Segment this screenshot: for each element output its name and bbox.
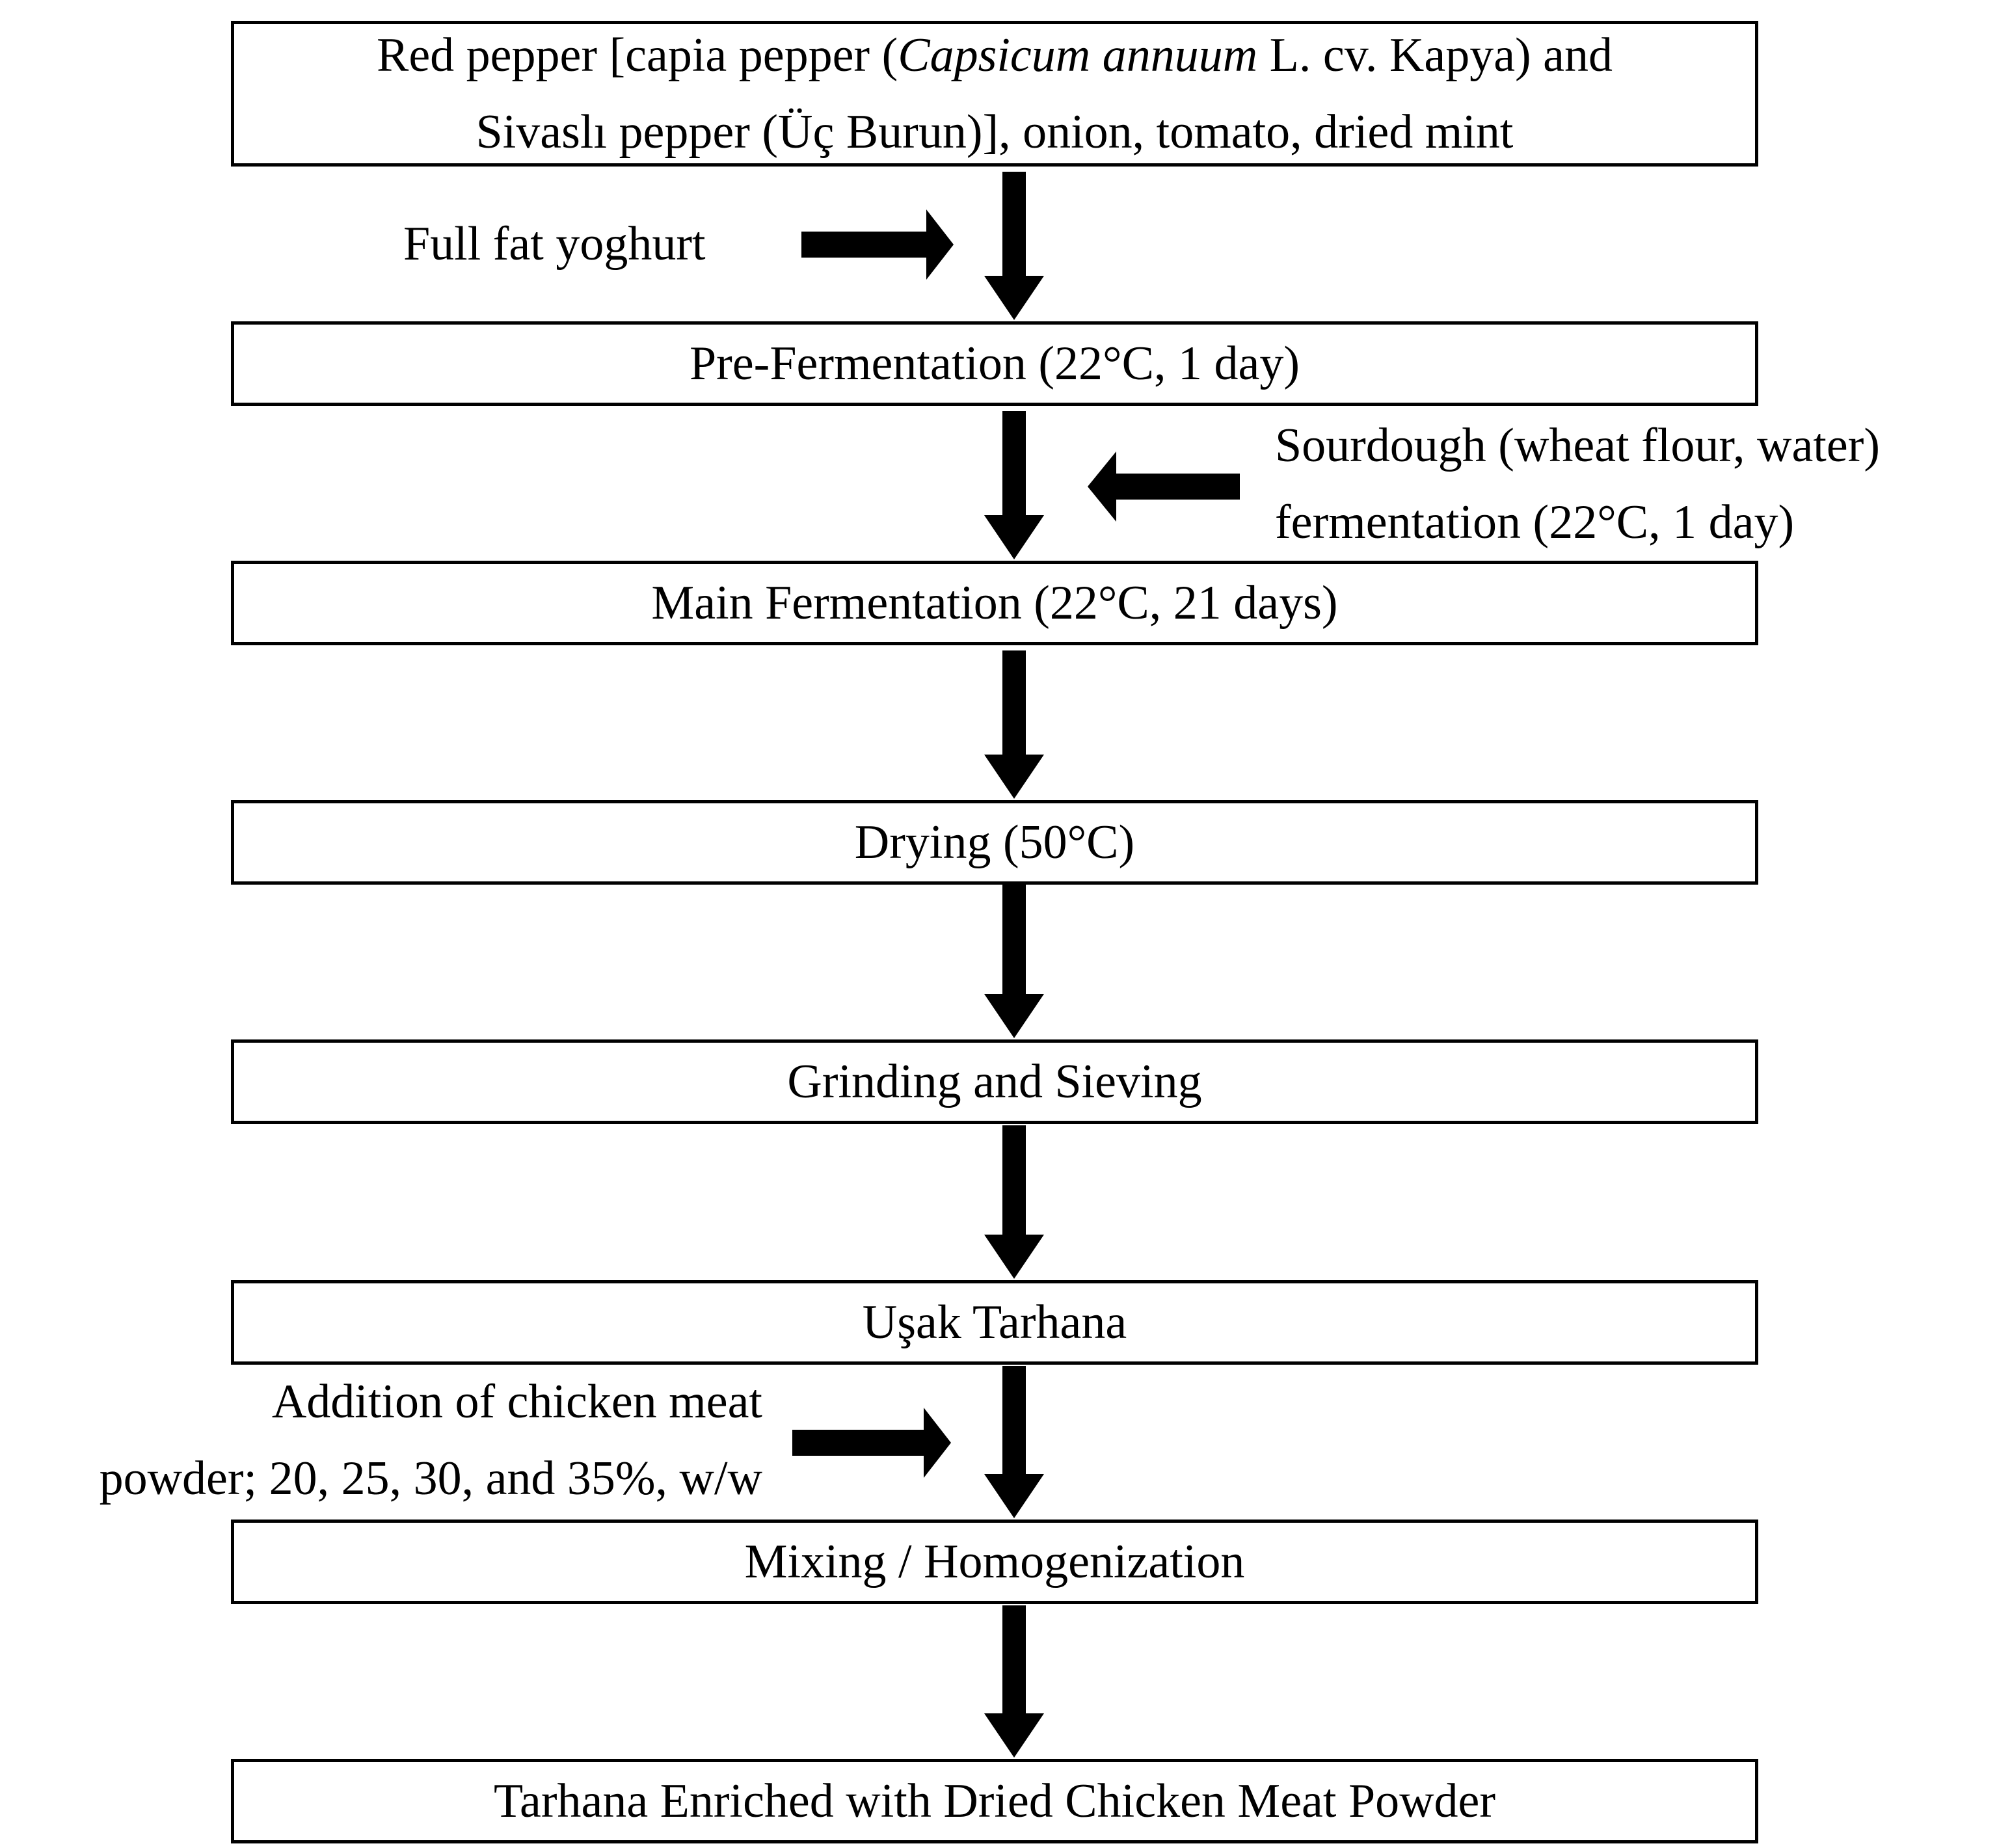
- grinding-sieving-label: Grinding and Sieving: [787, 1055, 1202, 1108]
- step-mixing-homogenization: Mixing / Homogenization: [231, 1520, 1758, 1604]
- arrow-down-grinding-to-tarhana: [984, 1125, 1044, 1279]
- species-name-italic: Capsicum annuum: [898, 29, 1258, 82]
- drying-label: Drying (50°C): [854, 816, 1135, 869]
- mixing-homogenization-label: Mixing / Homogenization: [744, 1535, 1245, 1588]
- arrow-right-yoghurt: [801, 209, 954, 280]
- input-chicken-powder: Addition of chicken meat powder; 20, 25,…: [100, 1363, 762, 1517]
- step-final-product: Tarhana Enriched with Dried Chicken Meat…: [231, 1759, 1758, 1843]
- arrow-down-prefermentation-to-main: [984, 411, 1044, 559]
- sourdough-label-line-1: Sourdough (wheat flour, water): [1275, 419, 1880, 472]
- step-drying: Drying (50°C): [231, 800, 1758, 885]
- arrow-down-raw-to-prefermentation: [984, 172, 1044, 320]
- arrow-down-tarhana-to-mixing: [984, 1366, 1044, 1518]
- step-main-fermentation: Main Fermentation (22°C, 21 days): [231, 561, 1758, 645]
- arrow-left-sourdough: [1088, 451, 1240, 522]
- raw-ingredients-line-2: Sivaslı pepper (Üç Burun)], onion, tomat…: [476, 105, 1514, 159]
- step-usak-tarhana: Uşak Tarhana: [231, 1280, 1758, 1365]
- main-fermentation-label: Main Fermentation (22°C, 21 days): [651, 576, 1338, 630]
- usak-tarhana-label: Uşak Tarhana: [862, 1296, 1127, 1349]
- step-raw-ingredients: Red pepper [capia pepper (Capsicum annuu…: [231, 21, 1758, 167]
- input-yoghurt: Full fat yoghurt: [403, 206, 706, 282]
- raw-ingredients-line-1-start: Red pepper [capia pepper (: [376, 29, 898, 82]
- raw-ingredients-line-1: Red pepper [capia pepper (Capsicum annuu…: [377, 17, 1613, 94]
- pre-fermentation-label: Pre-Fermentation (22°C, 1 day): [690, 337, 1300, 390]
- arrow-down-mixing-to-final: [984, 1605, 1044, 1758]
- arrow-down-drying-to-grinding: [984, 885, 1044, 1038]
- yoghurt-label: Full fat yoghurt: [403, 217, 706, 271]
- raw-ingredients-line-1-end: L. cv. Kapya) and: [1257, 29, 1613, 82]
- final-product-label: Tarhana Enriched with Dried Chicken Meat…: [493, 1774, 1496, 1828]
- chicken-label-line-2: powder; 20, 25, 30, and 35%, w/w: [99, 1452, 762, 1505]
- sourdough-label-line-2: fermentation (22°C, 1 day): [1275, 496, 1795, 549]
- input-sourdough: Sourdough (wheat flour, water) fermentat…: [1275, 407, 1880, 561]
- step-grinding-sieving: Grinding and Sieving: [231, 1039, 1758, 1124]
- chicken-label-line-1: Addition of chicken meat: [271, 1375, 762, 1428]
- step-pre-fermentation: Pre-Fermentation (22°C, 1 day): [231, 321, 1758, 406]
- arrow-right-chicken: [792, 1408, 951, 1478]
- arrow-down-main-to-drying: [984, 650, 1044, 799]
